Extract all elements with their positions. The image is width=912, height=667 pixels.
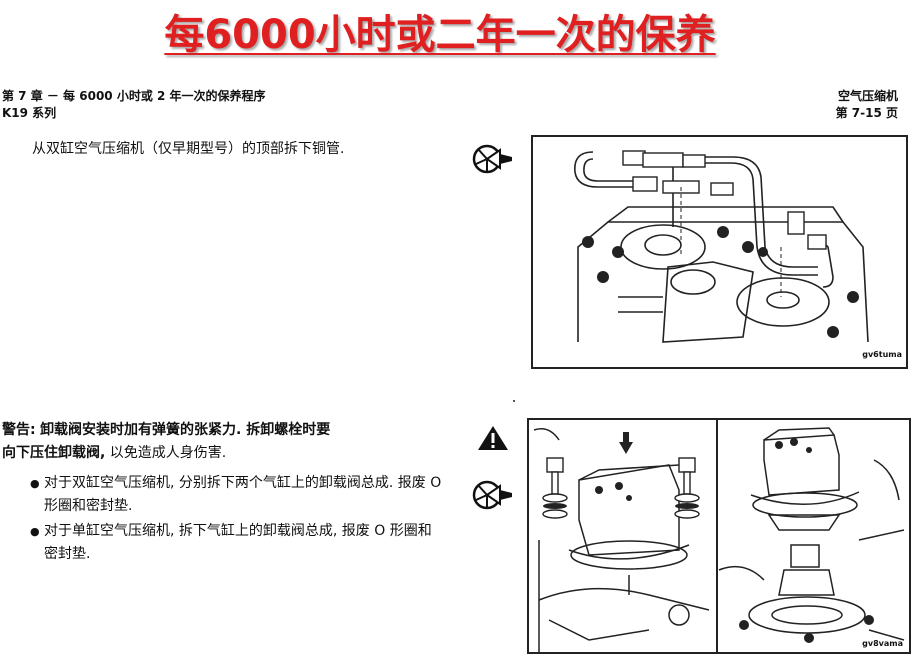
stray-dot (513, 400, 515, 402)
warning-line1: 卸载阀安装时加有弹簧的张紧力. 拆卸螺栓时要 (40, 422, 331, 438)
figure-copper-tubes: gv6tuma (531, 135, 908, 369)
header-left: 第 7 章 － 每 6000 小时或 2 年一次的保养程序 K19 系列 (2, 88, 266, 122)
header-right: 空气压缩机 第 7-15 页 (836, 88, 898, 122)
warning-block: 警告: 卸载阀安装时加有弹簧的张紧力. 拆卸螺栓时要 向下压住卸载阀, 以免造成… (2, 419, 442, 465)
bullet-list: 对于双缸空气压缩机, 分别拆下两个气缸上的卸载阀总成. 报废 O 形圈和密封垫.… (30, 472, 442, 568)
page-number: 第 7-15 页 (835, 106, 898, 120)
removal-wrench-icon (470, 476, 516, 518)
warning-label: 警告: (2, 422, 36, 438)
warning-line2-bold: 向下压住卸载阀, (2, 445, 106, 461)
list-item: 对于双缸空气压缩机, 分别拆下两个气缸上的卸载阀总成. 报废 O 形圈和密封垫. (30, 472, 442, 518)
warning-line2-rest: 以免造成人身伤害. (105, 445, 227, 461)
warning-triangle-icon (476, 424, 510, 456)
chapter-title: 第 7 章 － 每 6000 小时或 2 年一次的保养程序 (2, 89, 266, 103)
section-label: 空气压缩机 (837, 89, 898, 103)
removal-wrench-icon (470, 140, 516, 182)
step-instruction: 从双缸空气压缩机（仅早期型号）的顶部拆下铜管. (32, 141, 345, 157)
slide-title: 每6000小时或二年一次的保养 (164, 12, 716, 58)
figure-unloader-valve: gv8vama (527, 418, 911, 654)
figure-code-1: gv6tuma (862, 350, 902, 359)
series-label: K19 系列 (2, 106, 57, 120)
figure-code-2: gv8vama (862, 639, 903, 648)
list-item: 对于单缸空气压缩机, 拆下气缸上的卸载阀总成, 报废 O 形圈和密封垫. (30, 520, 442, 566)
